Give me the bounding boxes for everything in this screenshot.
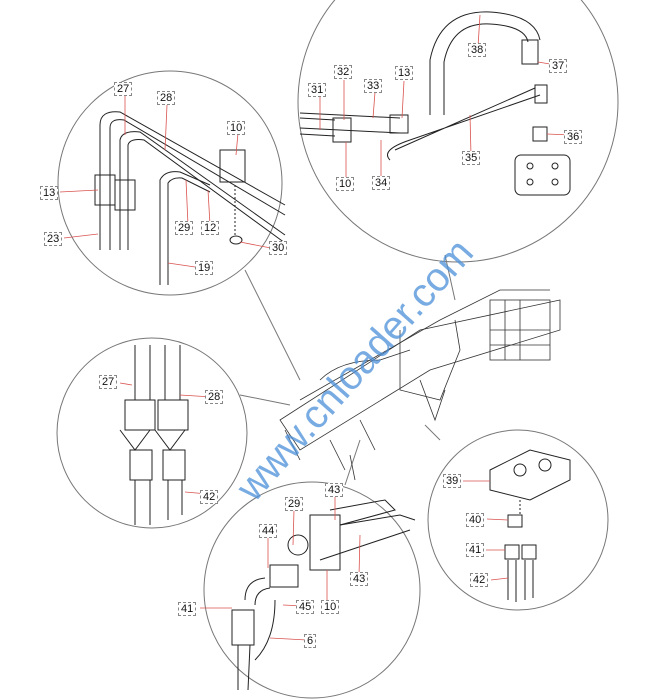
callout-38: 38 <box>468 43 487 57</box>
detail-circle-top-right <box>297 0 619 263</box>
callout-42b: 42 <box>470 573 489 587</box>
detail-circle-bottom-right <box>427 429 609 611</box>
leader-lines <box>59 14 572 641</box>
detail-drawing-mid-left <box>119 345 189 525</box>
callout-40: 40 <box>466 513 485 527</box>
callout-43b: 43 <box>350 572 369 586</box>
callout-29b: 29 <box>285 497 304 511</box>
callout-44: 44 <box>259 524 278 538</box>
callout-31: 31 <box>308 83 327 97</box>
callout-6: 6 <box>304 634 317 648</box>
callout-41: 41 <box>178 602 197 616</box>
callout-37: 37 <box>549 59 568 73</box>
callout-28: 28 <box>157 91 176 105</box>
callout-28b: 28 <box>205 390 224 404</box>
callout-19: 19 <box>195 261 214 275</box>
callout-27: 27 <box>114 82 133 96</box>
callout-32: 32 <box>334 65 353 79</box>
detail-drawing-bottom-right <box>489 449 571 602</box>
callout-13b: 13 <box>395 66 414 80</box>
detail-drawing-bottom-mid <box>231 499 416 691</box>
callout-42: 42 <box>200 490 219 504</box>
detail-drawing-top-right <box>299 11 571 196</box>
callout-33: 33 <box>364 79 383 93</box>
callout-10c: 10 <box>321 600 340 614</box>
callout-29: 29 <box>175 221 194 235</box>
machine-overview <box>279 289 561 481</box>
callout-45: 45 <box>296 600 315 614</box>
detail-circle-bottom-mid <box>203 481 421 699</box>
detail-circle-top-left <box>57 70 283 296</box>
callout-41b: 41 <box>466 543 485 557</box>
callout-12: 12 <box>201 221 220 235</box>
callout-27b: 27 <box>99 375 118 389</box>
callout-34: 34 <box>372 176 391 190</box>
callout-36: 36 <box>564 130 583 144</box>
detail-circle-mid-left <box>56 337 248 529</box>
callout-39: 39 <box>443 474 462 488</box>
callout-10b: 10 <box>336 177 355 191</box>
callout-23: 23 <box>44 232 63 246</box>
detail-drawing-top-left <box>94 111 286 285</box>
callout-43: 43 <box>325 483 344 497</box>
callout-10: 10 <box>227 121 246 135</box>
callout-35: 35 <box>462 151 481 165</box>
callout-13: 13 <box>40 186 59 200</box>
callout-30: 30 <box>269 241 288 255</box>
